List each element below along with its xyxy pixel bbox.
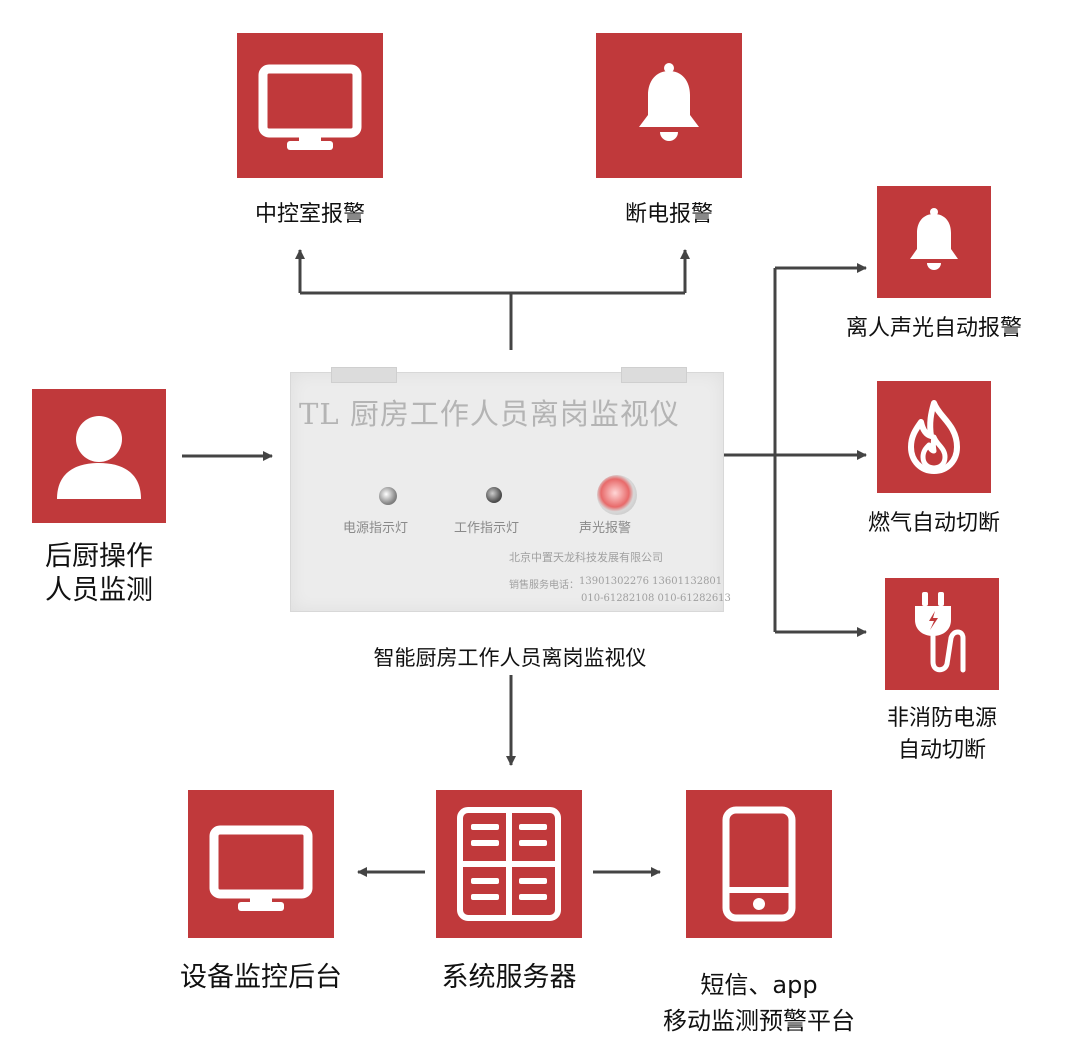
sound-light-alarm-label: 离人声光自动报警 bbox=[845, 316, 1022, 341]
operator-monitoring-label-line1: 后厨操作 bbox=[45, 541, 153, 572]
power-off-alarm-box bbox=[596, 33, 742, 178]
sound-light-alarm-box bbox=[877, 186, 991, 298]
mobile-platform-label: 短信、app 移动监测预警平台 bbox=[650, 967, 868, 1039]
gas-cutoff-box bbox=[877, 381, 991, 493]
device-company: 北京中置天龙科技发展有限公司 bbox=[509, 551, 663, 564]
device-phone-label: 销售服务电话： bbox=[509, 580, 579, 591]
gas-cutoff-label: 燃气自动切断 bbox=[867, 511, 1000, 536]
server-grid-icon bbox=[457, 807, 561, 921]
power-indicator-led bbox=[379, 487, 397, 505]
control-room-alarm-label: 中控室报警 bbox=[254, 202, 365, 227]
operator-monitoring-box bbox=[32, 389, 166, 523]
connector-device-up bbox=[300, 291, 685, 350]
power-plug-icon bbox=[915, 592, 966, 673]
bell-icon bbox=[639, 63, 699, 141]
mobile-platform-label-line2: 移动监测预警平台 bbox=[663, 1007, 855, 1035]
device-title: TL 厨房工作人员离岗监视仪 bbox=[299, 397, 680, 431]
control-room-alarm-box bbox=[237, 33, 383, 178]
flame-icon bbox=[908, 400, 960, 474]
monitoring-backend-label: 设备监控后台 bbox=[180, 962, 342, 993]
bell-icon bbox=[910, 208, 958, 270]
device-phones-1: 13901302276 13601132801 bbox=[579, 576, 723, 587]
mobile-platform-label-line1: 短信、app bbox=[700, 971, 818, 999]
monitor-icon bbox=[209, 825, 313, 911]
operator-monitoring-label: 后厨操作 人员监测 bbox=[20, 540, 178, 608]
person-icon bbox=[57, 416, 141, 499]
monitor-icon bbox=[258, 64, 362, 150]
monitoring-backend-box bbox=[188, 790, 334, 938]
sound-light-alarm-led bbox=[597, 475, 637, 515]
operator-monitoring-label-line2: 人员监测 bbox=[45, 575, 153, 606]
power-off-alarm-label: 断电报警 bbox=[624, 202, 713, 227]
device-clip-right bbox=[621, 367, 687, 383]
device-caption: 智能厨房工作人员离岗监视仪 bbox=[373, 646, 647, 670]
device-clip-left bbox=[331, 367, 397, 383]
device-photo: TL 厨房工作人员离岗监视仪 电源指示灯 工作指示灯 声光报警 北京中置天龙科技… bbox=[290, 367, 731, 612]
connector-device-right bbox=[722, 268, 777, 632]
power-cutoff-label-line2: 自动切断 bbox=[897, 738, 986, 763]
system-server-label: 系统服务器 bbox=[441, 962, 577, 993]
system-server-box bbox=[436, 790, 582, 938]
power-cutoff-label: 非消防电源 自动切断 bbox=[830, 703, 1054, 767]
sound-light-alarm-caption: 声光报警 bbox=[579, 521, 632, 536]
power-cutoff-label-line1: 非消防电源 bbox=[886, 706, 997, 731]
power-cutoff-box bbox=[885, 578, 999, 690]
work-indicator-led bbox=[486, 487, 502, 503]
work-indicator-caption: 工作指示灯 bbox=[454, 521, 520, 536]
device-phones-2: 010-61282108 010-61282613 bbox=[581, 593, 731, 604]
power-indicator-caption: 电源指示灯 bbox=[343, 521, 409, 536]
mobile-platform-box bbox=[686, 790, 832, 938]
smartphone-icon bbox=[722, 806, 796, 922]
